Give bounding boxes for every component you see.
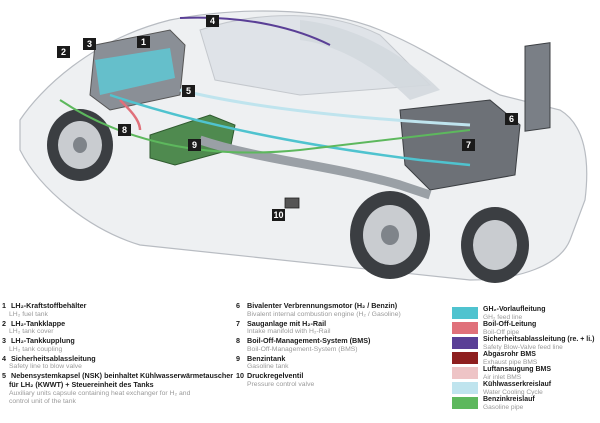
- component-label-de: Boil-Off-Management-System (BMS): [247, 336, 371, 346]
- line-label-en: Boil-Off pipe: [483, 328, 520, 336]
- component-label-en: LH₂ tank cover: [9, 328, 54, 336]
- line-label-en: Air inlet BMS: [483, 373, 522, 381]
- component-label-en: Safety line to blow valve: [9, 363, 82, 371]
- line-label-en: GH₂ feed line: [483, 313, 523, 321]
- engine-block: [399, 99, 521, 191]
- callout-4: 4: [206, 15, 219, 27]
- component-label-en: Auxiliary units capsule containing heat …: [9, 389, 191, 397]
- component-label-en: LH₂ fuel tank: [9, 310, 48, 318]
- component-num: 8: [236, 336, 240, 346]
- component-1: 1 LH₂-Kraftstoffbehälter LH₂ fuel tank: [2, 301, 230, 319]
- safety-blow-line: [179, 16, 331, 46]
- legend-col-components-left: 1 LH₂-Kraftstoffbehälter LH₂ fuel tank 2…: [2, 301, 234, 407]
- component-7: 7 Sauganlage mit H₂-Rail Intake manifold…: [236, 318, 446, 337]
- callout-8: 8: [118, 124, 131, 136]
- callout-9: 9: [188, 139, 201, 151]
- front-wheel: [350, 191, 430, 279]
- component-label-en: Boil-Off-Management-System (BMS): [247, 345, 358, 353]
- component-num: 1: [2, 301, 6, 310]
- component-num: 5: [2, 371, 6, 381]
- callout-5: 5: [182, 85, 195, 97]
- swatch-gh2-feed: [452, 307, 478, 319]
- callout-1: 1: [137, 36, 150, 48]
- line-label-en: Water Cooling Cycle: [483, 388, 543, 396]
- swatch-gasoline: [452, 397, 478, 409]
- legend-col-components-right: 6 Bivalenter Verbrennungsmotor (H₂ / Ben…: [236, 301, 446, 390]
- callout-6: 6: [505, 113, 518, 125]
- component-label-de: LH₂-Kraftstoffbehälter: [11, 301, 87, 310]
- lh2-tank-glow: [95, 48, 175, 95]
- line-label-de: GH₂-Vorlaufleitung: [483, 306, 546, 313]
- component-4: 4 Sicherheitsablassleitung Safety line t…: [2, 353, 230, 372]
- exhaust-pipe: [198, 135, 432, 200]
- callout-2: 2: [57, 46, 70, 58]
- swatch-air-inlet-bms: [452, 367, 478, 379]
- component-label-de: LH₂-Tankkupplung: [11, 336, 75, 346]
- swatch-cooling: [452, 382, 478, 394]
- component-8: 8 Boil-Off-Management-System (BMS) Boil-…: [236, 336, 446, 354]
- callout-3: 3: [83, 38, 96, 50]
- component-num: 4: [2, 353, 6, 363]
- component-label-en-cont: control unit of the tank: [9, 397, 76, 405]
- front-right-wheel: [461, 207, 529, 283]
- radiator: [524, 42, 551, 132]
- cooling-line: [179, 88, 471, 127]
- line-label-de: Abgasrohr BMS: [483, 351, 536, 358]
- swatch-boil-off: [452, 322, 478, 334]
- swatch-safety-blow: [452, 337, 478, 349]
- component-9: 9 Benzintank Gasoline tank: [236, 353, 446, 372]
- component-num: 3: [2, 336, 6, 346]
- component-label-de: Sauganlage mit H₂-Rail: [247, 318, 327, 328]
- component-10: 10 Druckregelventil Pressure control val…: [236, 372, 446, 389]
- component-label-en: Bivalent internal combustion engine (H₂ …: [247, 310, 401, 318]
- component-label-de: Benzintank: [247, 353, 286, 363]
- component-label-de-cont: für LH₂ (KWWT) + Steuereinheit des Tanks: [9, 379, 154, 389]
- line-label-de: Benzinkreislauf: [483, 396, 535, 403]
- component-label-en: LH₂ tank coupling: [9, 345, 63, 353]
- component-label-de: Bivalenter Verbrennungsmotor (H₂ / Benzi…: [247, 301, 398, 310]
- car-cutaway-illustration: [19, 10, 588, 283]
- component-num: 7: [236, 318, 240, 328]
- component-label-de: Sicherheitsablassleitung: [11, 353, 96, 363]
- component-label-en: Pressure control valve: [247, 380, 315, 388]
- component-num: 9: [236, 353, 240, 363]
- component-2: 2 LH₂-Tankklappe LH₂ tank cover: [2, 318, 230, 337]
- component-num: 10: [236, 371, 244, 381]
- gasoline-line: [59, 99, 471, 154]
- callout-10: 10: [272, 209, 285, 221]
- component-label-en: Intake manifold with H₂-Rail: [247, 328, 331, 336]
- component-num: 6: [236, 301, 240, 310]
- line-label-en: Gasoline pipe: [483, 403, 524, 411]
- swatch-exhaust-bms: [452, 352, 478, 364]
- component-5: 5 Nebensystemkapsel (NSK) beinhaltet Küh…: [2, 371, 234, 405]
- line-label-de: Luftansaugung BMS: [483, 366, 552, 373]
- legend: 1 LH₂-Kraftstoffbehälter LH₂ fuel tank 2…: [0, 301, 600, 423]
- pressure-valve: [284, 197, 300, 209]
- gh2-feed-line: [109, 93, 471, 167]
- component-6: 6 Bivalenter Verbrennungsmotor (H₂ / Ben…: [236, 301, 446, 319]
- line-label-de: Sicherheitsablassleitung (re. + li.): [483, 336, 595, 343]
- boil-off-pipe: [119, 99, 142, 131]
- rear-wheel: [47, 109, 113, 181]
- callout-7: 7: [462, 139, 475, 151]
- component-num: 2: [2, 318, 6, 328]
- line-label-de: Kühlwasserkreislauf: [483, 381, 552, 388]
- line-label-en: Exhaust pipe BMS: [483, 358, 538, 366]
- line-label-en: Safety Blow-Valve feed line: [483, 343, 563, 351]
- component-label-de: Druckregelventil: [247, 371, 304, 381]
- component-3: 3 LH₂-Tankkupplung LH₂ tank coupling: [2, 336, 230, 354]
- line-safety-blow: Sicherheitsablassleitung (re. + li.)Safe…: [452, 336, 598, 351]
- line-label-de: Boil-Off-Leitung: [483, 321, 537, 328]
- windshield: [300, 20, 440, 100]
- component-label-en: Gasoline tank: [247, 363, 289, 371]
- component-label-de: LH₂-Tankklappe: [11, 318, 66, 328]
- component-label-de: Nebensystemkapsel (NSK) beinhaltet Kühlw…: [11, 371, 234, 381]
